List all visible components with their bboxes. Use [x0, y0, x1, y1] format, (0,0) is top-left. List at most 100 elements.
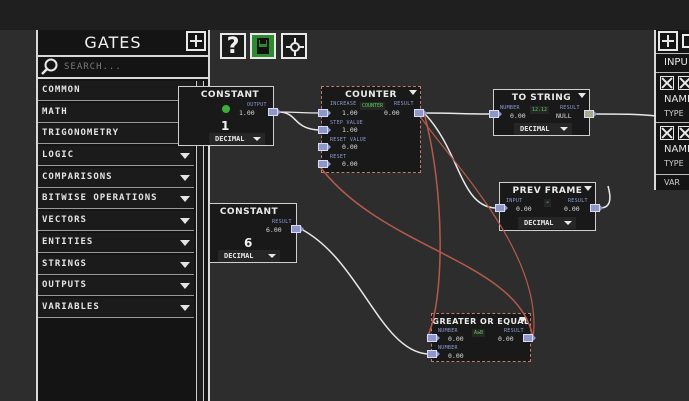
node-title: GREATER OR EQUAL — [432, 317, 530, 326]
chevron-down-icon[interactable] — [578, 93, 586, 98]
counter-badge: COUNTER — [360, 102, 386, 110]
step-value: 1.00 — [342, 126, 358, 134]
close-icon[interactable] — [660, 126, 674, 140]
toggle-icon[interactable] — [221, 104, 231, 114]
panel-toggle-icon[interactable] — [682, 34, 689, 48]
output-label: RESULT — [560, 105, 580, 111]
chevron-down-icon — [180, 218, 190, 225]
to-string-output-port[interactable] — [584, 110, 597, 118]
chevron-down-icon — [253, 137, 261, 141]
prev-frame-input-port[interactable] — [495, 204, 508, 212]
constant-bottom-output-port[interactable] — [291, 225, 304, 233]
output-value: 1.00 — [239, 109, 255, 117]
format-dropdown[interactable]: DECIMAL — [518, 217, 576, 229]
category-outputs[interactable]: OUTPUTS — [38, 276, 194, 297]
help-button[interactable]: ? — [220, 33, 246, 59]
center-view-button[interactable] — [281, 33, 307, 59]
constant-value[interactable]: 1 — [221, 119, 230, 133]
output-label: RESULT — [272, 219, 292, 225]
category-label: VECTORS — [42, 215, 87, 226]
close-icon[interactable] — [678, 126, 689, 140]
category-label: VARIABLES — [42, 301, 100, 312]
category-common[interactable]: COMMON — [38, 81, 194, 101]
close-icon[interactable] — [678, 76, 689, 90]
format-dropdown[interactable]: DECIMAL — [209, 133, 265, 145]
variables-label: VAR — [664, 178, 680, 187]
node-title: TO STRING — [511, 93, 572, 103]
greater-equal-output-port[interactable] — [523, 334, 536, 342]
greater-or-equal-node[interactable]: GREATER OR EQUAL NUMBER 0.00 A≥B RESULT … — [431, 313, 531, 362]
category-label: OUTPUTS — [42, 280, 87, 291]
output-label: RESULT — [504, 328, 524, 334]
greater-equal-input-b-port[interactable] — [427, 350, 440, 358]
type-label: TYPE — [664, 109, 684, 118]
category-comparisons[interactable]: COMPARISONS — [38, 167, 194, 188]
node-title: COUNTER — [345, 90, 397, 100]
counter-increase-port[interactable] — [318, 109, 331, 117]
format-label: DECIMAL — [224, 252, 254, 260]
to-string-node[interactable]: TO STRING NUMBER 0.00 12.12 RESULT NULL … — [493, 89, 590, 136]
add-variable-button[interactable] — [658, 31, 678, 51]
format-dropdown[interactable]: DECIMAL — [218, 250, 280, 262]
inputs-label: INPU — [664, 57, 688, 68]
floppy-disk-icon — [257, 38, 269, 54]
input-b-value: 0.00 — [448, 352, 464, 360]
output-value: 0.00 — [564, 205, 580, 213]
counter-reset-value-port[interactable] — [318, 143, 331, 151]
input-value: 0.00 — [510, 112, 526, 120]
chevron-down-icon — [180, 261, 190, 268]
category-trigonometry[interactable]: TRIGONOMETRY — [38, 124, 194, 145]
input-label: INCREASE — [330, 101, 357, 107]
output-label: RESULT — [568, 198, 588, 204]
node-title: CONSTANT — [200, 90, 260, 100]
category-entities[interactable]: ENTITIES — [38, 232, 194, 253]
category-label: MATH — [42, 106, 68, 117]
counter-output-port[interactable] — [414, 109, 427, 117]
category-logic[interactable]: LOGIC — [38, 146, 194, 167]
search-bar — [38, 55, 208, 79]
divider — [656, 72, 689, 73]
constant-node-bottom[interactable]: CONSTANT RESULT 6.00 6 DECIMAL — [209, 203, 297, 263]
node-title: PREV FRAME — [512, 186, 583, 196]
prev-frame-node[interactable]: PREV FRAME INPUT 0.00 ↶ RESULT 0.00 DECI… — [499, 182, 596, 231]
counter-node[interactable]: COUNTER INCREASE 1.00 COUNTER RESULT 0.0… — [321, 86, 421, 173]
category-strings[interactable]: STRINGS — [38, 254, 194, 275]
format-dropdown[interactable]: DECIMAL — [514, 123, 572, 135]
constant-value[interactable]: 6 — [244, 236, 253, 250]
node-title: CONSTANT — [219, 207, 279, 217]
chevron-down-icon[interactable] — [519, 317, 527, 322]
category-variables[interactable]: VARIABLES — [38, 297, 194, 318]
chevron-down-icon — [180, 153, 190, 160]
constant-top-output-port[interactable] — [268, 108, 281, 116]
chevron-down-icon[interactable] — [584, 186, 592, 191]
prev-frame-output-port[interactable] — [590, 204, 603, 212]
input-a-value: 0.00 — [448, 335, 464, 343]
name-label: NAME — [664, 94, 689, 105]
category-vectors[interactable]: VECTORS — [38, 211, 194, 232]
add-gate-button[interactable] — [186, 31, 206, 51]
to-string-input-port[interactable] — [489, 110, 502, 118]
category-bitwise-operations[interactable]: BITWISE OPERATIONS — [38, 189, 194, 210]
reset-value-label: RESET VALUE — [330, 137, 367, 143]
chevron-down-icon — [180, 174, 190, 181]
category-label: STRINGS — [42, 258, 87, 269]
chevron-down-icon — [564, 221, 572, 225]
search-input[interactable] — [64, 59, 204, 75]
greater-equal-input-a-port[interactable] — [427, 334, 440, 342]
frame-badge: ↶ — [544, 199, 552, 207]
panel-scrollbar[interactable] — [196, 81, 204, 401]
output-value: NULL — [556, 112, 572, 120]
input-label: NUMBER — [500, 105, 520, 111]
crosshair-icon — [290, 42, 300, 52]
chevron-down-icon[interactable] — [409, 90, 417, 95]
save-button[interactable] — [250, 33, 276, 59]
category-math[interactable]: MATH — [38, 102, 194, 123]
counter-step-port[interactable] — [318, 126, 331, 134]
chevron-down-icon — [268, 254, 276, 258]
category-label: BITWISE OPERATIONS — [42, 193, 158, 204]
format-label: DECIMAL — [520, 125, 550, 133]
counter-reset-port[interactable] — [318, 160, 331, 168]
close-icon[interactable] — [660, 76, 674, 90]
chevron-down-icon — [180, 239, 190, 246]
constant-node-top[interactable]: CONSTANT OUTPUT 1.00 1 DECIMAL — [178, 86, 274, 146]
